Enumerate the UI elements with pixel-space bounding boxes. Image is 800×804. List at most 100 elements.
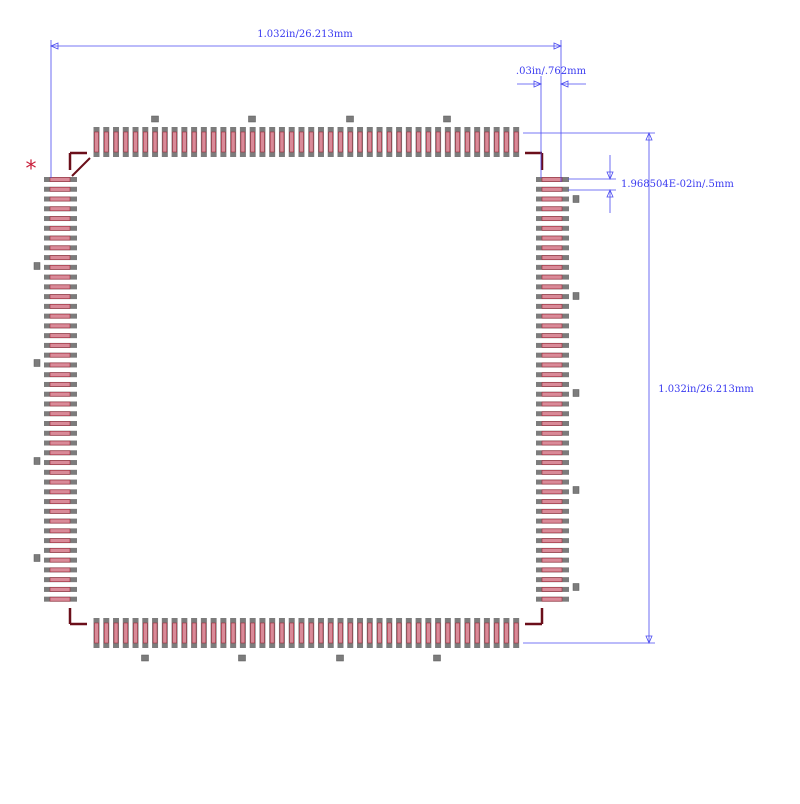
pad-copper (541, 538, 563, 543)
pad-copper (541, 450, 563, 456)
pad-copper (49, 245, 71, 251)
pad-copper (541, 362, 563, 368)
pad-copper (328, 622, 334, 644)
pad-copper (49, 450, 71, 456)
pad-copper (513, 131, 519, 153)
pad-copper (445, 131, 451, 153)
pad-copper (474, 622, 480, 644)
fiducial (433, 654, 441, 662)
pad-copper (455, 131, 460, 153)
fiducial-group (33, 115, 580, 662)
pitch-arrow-top (606, 171, 614, 181)
pad-copper (318, 622, 324, 644)
pad-copper (289, 131, 295, 153)
pad-copper (386, 131, 392, 153)
pad-copper (541, 343, 563, 348)
fiducial (572, 583, 580, 591)
pad-copper (338, 131, 343, 153)
pad-copper (474, 131, 480, 153)
fiducial (33, 359, 41, 367)
pad-copper (49, 421, 71, 426)
pad-copper (465, 622, 470, 644)
pad-copper (143, 131, 148, 153)
pad-copper (318, 131, 324, 153)
pad-copper (406, 622, 412, 644)
pad-copper (396, 622, 402, 644)
pad-copper (49, 226, 71, 231)
pad-copper (49, 206, 71, 212)
package-outline (68, 151, 544, 626)
pitch-arrow-bottom (606, 188, 614, 198)
overall-width-label: 1.032in/26.213mm (257, 29, 353, 40)
height-arrow-bottom (645, 635, 653, 645)
pad-copper (541, 186, 563, 192)
pad-copper (541, 294, 563, 299)
fiducial (443, 115, 451, 123)
pad-copper (504, 622, 509, 644)
pad-copper (49, 284, 71, 290)
pad-copper (541, 411, 563, 417)
pad-copper (455, 622, 460, 644)
pad-copper (49, 382, 71, 387)
pad-copper (221, 131, 226, 153)
pad-copper (260, 131, 265, 153)
pad-copper (416, 131, 421, 153)
pad-copper (49, 548, 71, 553)
fiducial (33, 457, 41, 465)
pad-copper (103, 131, 109, 153)
pad-copper (541, 557, 563, 563)
fiducial (346, 115, 354, 123)
pad-copper (49, 430, 71, 436)
pad-copper (103, 622, 109, 644)
pad-copper (541, 352, 563, 358)
width-arrow-left (49, 42, 59, 50)
pad-copper (308, 131, 314, 153)
pad-copper (49, 391, 71, 397)
pad-copper (49, 411, 71, 417)
pad-copper (133, 622, 138, 644)
pad-copper (279, 622, 285, 644)
dimension-lines (49, 40, 655, 645)
pad-copper (541, 479, 563, 485)
pad-copper (541, 430, 563, 436)
pad-copper (172, 622, 177, 644)
pad-copper (299, 131, 304, 153)
pad-copper (289, 622, 295, 644)
fiducial (33, 554, 41, 562)
pad-copper (484, 131, 490, 153)
pad-copper (123, 131, 129, 153)
pad-copper (377, 622, 382, 644)
pad-copper (541, 177, 563, 182)
pad-copper (541, 333, 563, 338)
pad-copper (94, 622, 99, 644)
pad-copper (123, 622, 129, 644)
pad-copper (260, 622, 265, 644)
pad-copper (49, 528, 71, 534)
fiducial (248, 115, 256, 123)
fiducial (33, 262, 41, 270)
pad-copper (541, 382, 563, 387)
pad-copper (541, 372, 563, 378)
pad-copper (541, 518, 563, 524)
pad-copper (49, 489, 71, 495)
pad-copper (49, 265, 71, 270)
pad-copper (49, 587, 71, 592)
pad-copper (49, 557, 71, 563)
pitch-label: 1.968504E-02in/.5mm (621, 179, 734, 190)
pad-copper (396, 131, 402, 153)
pad-copper (406, 131, 412, 153)
pad-copper (94, 131, 99, 153)
pad-copper (541, 577, 563, 582)
pin1-marker-label: * (26, 157, 37, 182)
pad-copper (465, 131, 470, 153)
fiducial (151, 115, 159, 123)
pad-copper (347, 131, 353, 153)
pad-copper (269, 131, 275, 153)
pad-copper (347, 622, 353, 644)
pad-copper (49, 216, 71, 221)
pad-copper (49, 518, 71, 524)
pad-copper (49, 499, 71, 504)
pad-copper (377, 131, 382, 153)
pad-copper (49, 401, 71, 407)
pad-copper (211, 131, 216, 153)
